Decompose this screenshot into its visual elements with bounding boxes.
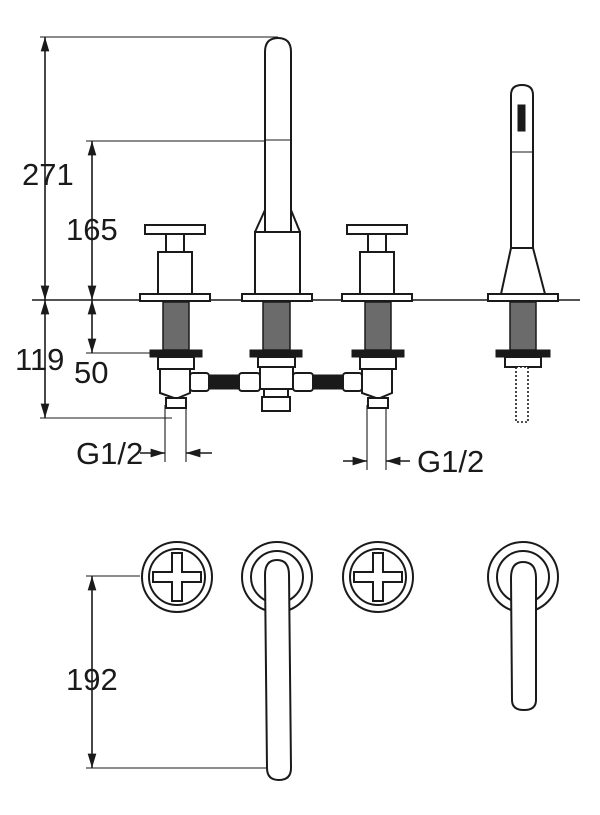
- shower-flange: [487, 293, 559, 302]
- mixer-bottom-nut: [261, 396, 291, 412]
- hand-shower: [487, 83, 559, 423]
- right-inlet-nut: [367, 397, 389, 409]
- connecting-hoses: [189, 372, 363, 392]
- right-handle-body: [359, 251, 395, 295]
- left-valve-body: [159, 368, 191, 399]
- right-handle-crossbar: [346, 224, 408, 235]
- right-nut: [351, 349, 405, 358]
- left-handle-stem: [165, 233, 185, 253]
- left-handle-flange: [139, 293, 211, 302]
- right-thread: [364, 301, 392, 351]
- spout-taper-left: [254, 209, 266, 233]
- right-hose: [312, 374, 344, 390]
- spout-thread: [262, 301, 291, 351]
- dim-label-119: 119: [15, 342, 64, 377]
- left-nut: [149, 349, 203, 358]
- left-handle-body: [157, 251, 193, 295]
- left-handle-top-view: [141, 541, 213, 613]
- left-thread: [162, 301, 190, 351]
- spout-washer: [257, 356, 296, 368]
- dim-label-50: 50: [74, 355, 108, 390]
- spout-tube: [264, 36, 292, 233]
- spout-nut: [249, 349, 303, 358]
- right-hose-nut-b: [342, 372, 363, 392]
- right-valve-body: [361, 368, 393, 399]
- spout-top-view: [241, 541, 313, 782]
- dim-label-g12-left: G1/2: [76, 436, 143, 471]
- left-washer: [157, 356, 195, 370]
- right-handle-ring: [349, 548, 407, 606]
- shower-nut: [495, 349, 551, 358]
- dim-label-192: 192: [66, 662, 118, 697]
- left-hose: [208, 374, 240, 390]
- right-cross-handle: [341, 224, 413, 409]
- spout-flange: [241, 293, 313, 302]
- left-cross-icon: [152, 552, 202, 602]
- right-hose-nut-a: [292, 372, 314, 392]
- left-hose-nut-a: [189, 372, 210, 392]
- plan-view: 192: [66, 541, 559, 782]
- shower-hose: [515, 366, 529, 423]
- mixer-body: [259, 366, 294, 390]
- shower-top-view: [487, 541, 559, 712]
- central-spout: [241, 36, 313, 412]
- shower-head-top: [509, 560, 537, 712]
- dim-label-g12-right: G1/2: [417, 444, 484, 479]
- shower-washer: [504, 356, 542, 368]
- shower-spray-face: [517, 104, 526, 132]
- spout-taper-right: [290, 209, 301, 233]
- left-handle-crossbar: [144, 224, 206, 235]
- dim-label-165: 165: [66, 212, 118, 247]
- left-hose-nut-b: [238, 372, 261, 392]
- left-cross-handle: [139, 224, 211, 409]
- right-handle-stem: [367, 233, 387, 253]
- left-inlet-nut: [165, 397, 187, 409]
- elevation-view: 271 165 119 50 G1/2 G1/2: [15, 36, 580, 479]
- mixer-outlet: [263, 388, 289, 398]
- shower-thread: [509, 301, 537, 351]
- spout-arm: [263, 558, 293, 782]
- right-cross-icon: [353, 552, 403, 602]
- left-handle-ring: [148, 548, 206, 606]
- shower-holder: [499, 247, 547, 295]
- right-handle-flange: [341, 293, 413, 302]
- dim-label-271: 271: [22, 157, 74, 192]
- spout-body: [254, 231, 301, 295]
- right-washer: [359, 356, 397, 370]
- right-handle-top-view: [342, 541, 414, 613]
- shower-handle: [510, 83, 534, 249]
